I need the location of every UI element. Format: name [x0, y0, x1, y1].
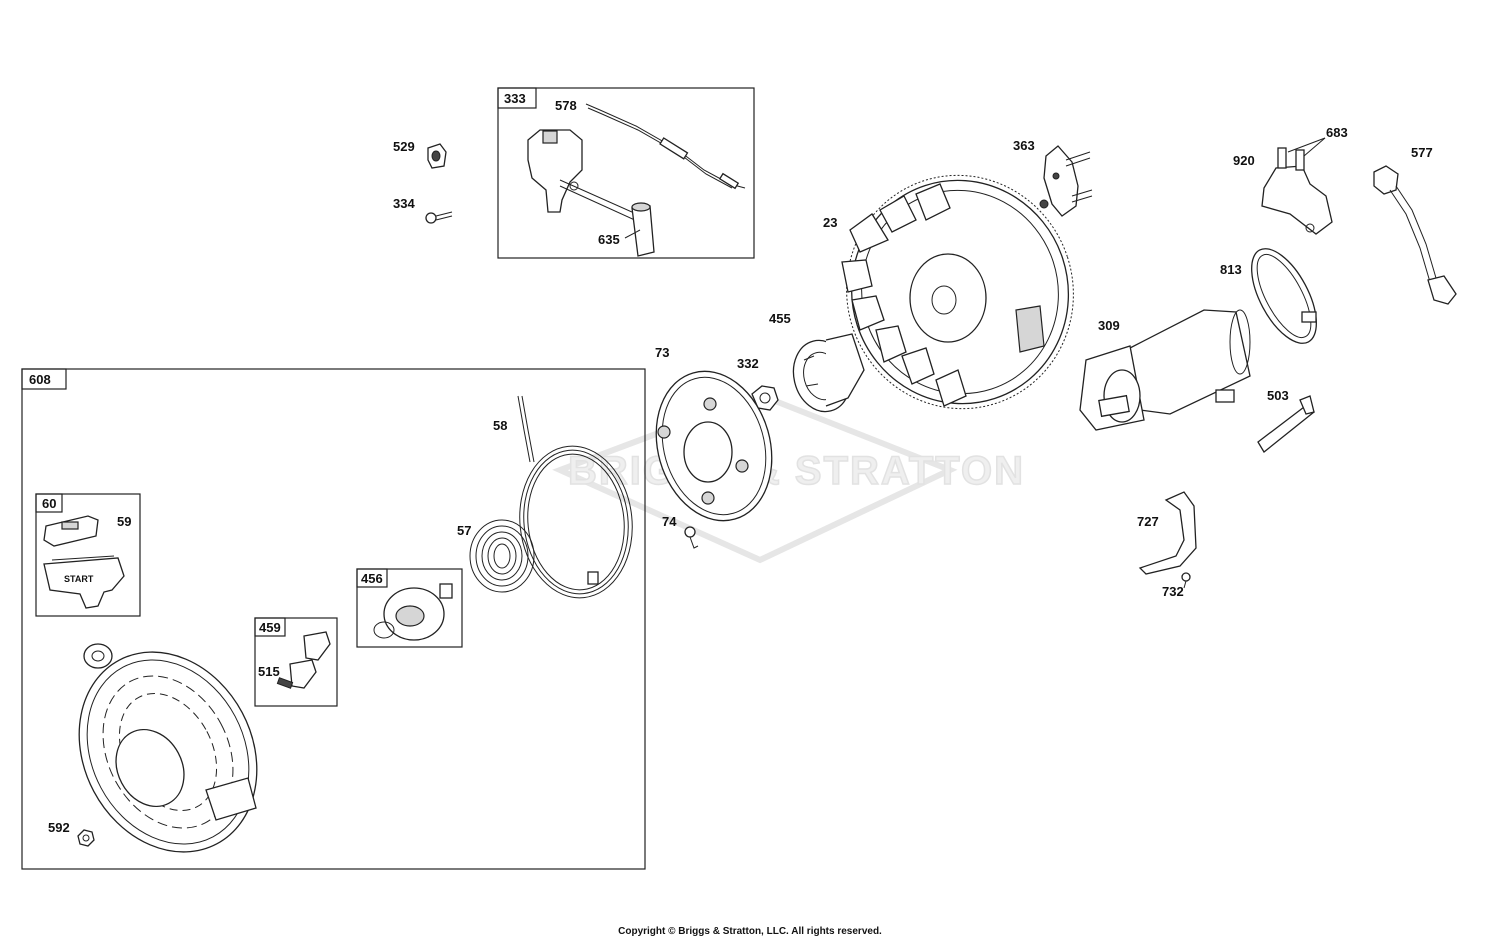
pulley-456[interactable]	[373, 583, 453, 641]
starter-rope-58[interactable]	[512, 395, 639, 603]
callout-727: 727	[1137, 514, 1159, 529]
rewind-spring-57[interactable]	[469, 519, 535, 593]
watermark-text: BRIGGS & STRATTON	[568, 449, 1025, 493]
group-label-456: 456	[361, 571, 383, 586]
rewind-starter-housing[interactable]	[45, 621, 291, 884]
callout-57: 57	[457, 523, 471, 538]
group-box-456: 456	[356, 568, 463, 648]
fan-retainer-plate-73[interactable]	[639, 358, 789, 535]
dog-pawls-459[interactable]	[289, 631, 331, 689]
callout-503: 503	[1267, 388, 1289, 403]
group-box-459: 459	[254, 617, 338, 707]
wire-harness-578[interactable]	[585, 103, 746, 190]
group-label-459: 459	[259, 620, 281, 635]
callout-332: 332	[737, 356, 759, 371]
bracket-503[interactable]	[1257, 395, 1315, 453]
handle-start-text: START	[64, 574, 94, 584]
callout-813: 813	[1220, 262, 1242, 277]
group-box-60: 60	[35, 493, 141, 617]
callout-455: 455	[769, 311, 791, 326]
callout-578: 578	[555, 98, 577, 113]
starter-cup-455[interactable]	[786, 333, 865, 418]
callout-309: 309	[1098, 318, 1120, 333]
screw-334[interactable]	[425, 211, 453, 224]
callout-74: 74	[662, 514, 677, 529]
nut-592[interactable]	[77, 829, 95, 847]
group-box-333: 333	[497, 87, 755, 259]
callout-577: 577	[1411, 145, 1433, 160]
electric-starter-309[interactable]	[1079, 309, 1251, 431]
group-label-608: 608	[29, 372, 51, 387]
callout-683: 683	[1326, 125, 1348, 140]
starter-solenoid-920[interactable]	[1261, 147, 1333, 235]
starter-band-813[interactable]	[1238, 239, 1329, 353]
callout-59: 59	[117, 514, 131, 529]
group-label-60: 60	[42, 496, 56, 511]
screw-74[interactable]	[684, 526, 699, 549]
callout-363: 363	[1013, 138, 1035, 153]
callout-334: 334	[393, 196, 415, 211]
throttle-control-bracket[interactable]	[527, 129, 651, 227]
callout-592: 592	[48, 820, 70, 835]
callout-73: 73	[655, 345, 669, 360]
bracket-727[interactable]	[1138, 491, 1197, 575]
copyright-notice: Copyright © Briggs & Stratton, LLC. All …	[618, 926, 882, 937]
callout-515: 515	[258, 664, 280, 679]
group-box-608: 608	[21, 368, 646, 870]
callout-920: 920	[1233, 153, 1255, 168]
handle-insert-59[interactable]	[43, 515, 99, 547]
rod-tube-635[interactable]	[631, 202, 655, 257]
callout-732: 732	[1162, 584, 1184, 599]
ignition-armature-363[interactable]	[1039, 145, 1093, 217]
screw-732[interactable]	[1181, 572, 1191, 589]
callout-635: 635	[598, 232, 620, 247]
grommet-529[interactable]	[427, 143, 447, 169]
flywheel-23[interactable]	[816, 146, 1103, 438]
starter-handle[interactable]: START	[43, 555, 125, 609]
spark-plug-wire-577[interactable]	[1373, 165, 1457, 305]
callout-58: 58	[493, 418, 507, 433]
callout-23: 23	[823, 215, 837, 230]
callout-529: 529	[393, 139, 415, 154]
group-label-333: 333	[504, 91, 526, 106]
brand-watermark: BRIGGS & STRATTON	[552, 391, 1025, 564]
spring-515[interactable]	[276, 677, 294, 689]
